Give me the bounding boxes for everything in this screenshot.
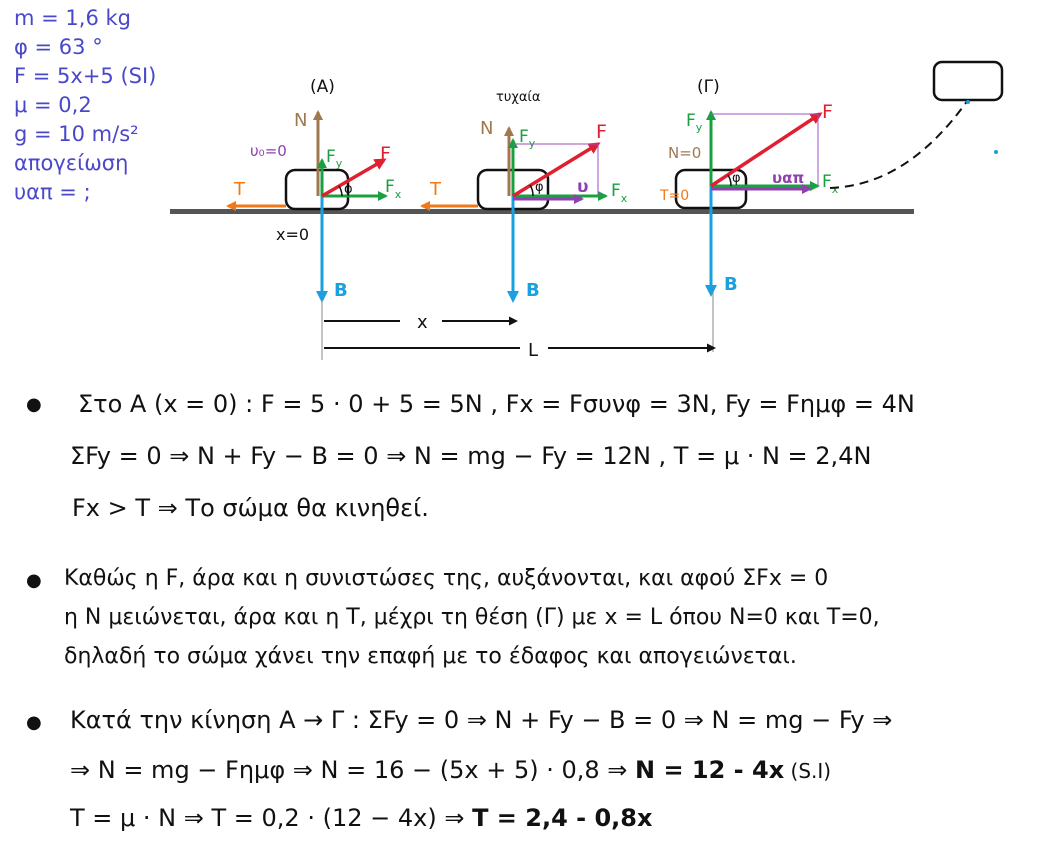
- force-arrow-g: [710, 112, 823, 188]
- given-data: m = 1,6 kg φ = 63 ° F = 5x+5 (SI) μ = 0,…: [14, 4, 214, 207]
- normal-label-a: N: [294, 110, 307, 131]
- label-position-a: (A): [310, 77, 335, 97]
- given-angle: φ = 63 °: [14, 35, 103, 59]
- bullet-1-line-2: ΣFy = 0 ⇒ N + Fy − B = 0 ⇒ N = mg − Fy =…: [70, 442, 872, 470]
- weight-label-random: B: [526, 280, 540, 301]
- bullet-3-line-2: ⇒ N = mg − Fημφ ⇒ N = 16 − (5x + 5) · 0,…: [70, 756, 831, 784]
- fx-label-a: Fx: [385, 177, 402, 201]
- force-diagram: (A) τυχαία (Γ) T N υ₀=0 B Fy Fx F φ x=0 …: [170, 60, 1004, 361]
- distance-x-label: x: [417, 312, 428, 333]
- bullet-1-line-3: Fx > T ⇒ Το σώμα θα κινηθεί.: [72, 494, 429, 522]
- block-random: T N B Fy Fx υ F φ: [420, 118, 628, 303]
- given-friction-coef: μ = 0,2: [14, 93, 92, 117]
- fy-label-random: Fy: [519, 127, 536, 150]
- label-position-g: (Γ): [697, 77, 720, 97]
- friction-result: T = 2,4 - 0,8x: [472, 804, 653, 832]
- normal-zero-label: N=0: [668, 144, 701, 162]
- distance-l-label: L: [528, 340, 538, 361]
- label-position-random: τυχαία: [496, 90, 540, 105]
- fy-label-a: Fy: [326, 147, 343, 170]
- block-g: N=0 T=0 B Fy Fx υαπ F φ: [659, 101, 839, 297]
- friction-label-random: T: [429, 179, 442, 200]
- friction-derivation: T = μ · N ⇒ T = 0,2 · (12 − 4x) ⇒: [70, 804, 473, 832]
- angle-label-random: φ: [535, 180, 544, 195]
- velocity-label-random: υ: [577, 177, 588, 197]
- given-mass: m = 1,6 kg: [14, 6, 131, 30]
- force-arrow-random: [512, 142, 601, 198]
- given-liftoff: απογείωση: [14, 151, 129, 175]
- trajectory-dot: [994, 150, 998, 154]
- bullet-2: ●: [26, 570, 42, 591]
- bullet-2-line-1: Καθώς η F, άρα και η συνιστώσες της, αυξ…: [64, 566, 829, 591]
- bullet-2-line-2: η Ν μειώνεται, άρα και η Τ, μέχρι τη θέσ…: [64, 605, 880, 630]
- given-force: F = 5x+5 (SI): [14, 64, 157, 88]
- fy-label-g: Fy: [686, 111, 703, 134]
- trajectory-path: [829, 99, 969, 189]
- body-block-airborne: [932, 60, 1004, 102]
- angle-arc-g: [727, 174, 732, 187]
- velocity-label-g: υαπ: [772, 169, 804, 187]
- angle-label-g: φ: [732, 171, 741, 186]
- given-gravity: g = 10 m/s²: [14, 122, 139, 146]
- bullet-1-line-1: Στο Α (x = 0) : F = 5 · 0 + 5 = 5N , Fx …: [78, 390, 915, 418]
- friction-label-a: T: [233, 179, 246, 200]
- normal-result: N = 12 - 4x: [635, 756, 785, 784]
- angle-arc-a: [338, 185, 343, 197]
- normal-label-random: N: [480, 118, 493, 139]
- fx-label-g: Fx: [822, 172, 839, 196]
- velocity-zero-label: υ₀=0: [250, 142, 287, 160]
- weight-label-g: B: [724, 274, 738, 295]
- force-label-random: F: [596, 121, 607, 143]
- block-a: T N υ₀=0 B Fy Fx F φ x=0: [226, 110, 402, 303]
- force-arrow-a: [321, 158, 387, 198]
- angle-arc-random: [529, 184, 534, 197]
- bullet-2-line-3: δηλαδή το σώμα χάνει την επαφή με το έδα…: [64, 644, 797, 669]
- start-position-label: x=0: [276, 225, 309, 244]
- bullet-3: ●: [26, 712, 42, 733]
- normal-derivation: ⇒ N = mg − Fημφ ⇒ N = 16 − (5x + 5) · 0,…: [70, 756, 636, 784]
- fx-label-random: Fx: [611, 181, 628, 205]
- bullet-3-line-3: T = μ · N ⇒ T = 0,2 · (12 − 4x) ⇒ T = 2,…: [70, 804, 652, 832]
- weight-label-a: B: [334, 280, 348, 301]
- units-label: (S.I): [784, 759, 832, 783]
- trajectory-dot: [966, 100, 970, 104]
- ground: [170, 209, 914, 214]
- force-label-a: F: [380, 143, 391, 165]
- bullet-3-line-1: Κατά την κίνηση Α → Γ : ΣFy = 0 ⇒ N + Fy…: [70, 706, 893, 734]
- given-question: υαπ = ;: [14, 180, 91, 204]
- friction-zero-label: T=0: [659, 188, 689, 204]
- angle-label-a: φ: [344, 182, 353, 197]
- bullet-1: ●: [26, 394, 42, 415]
- force-label-g: F: [822, 101, 833, 123]
